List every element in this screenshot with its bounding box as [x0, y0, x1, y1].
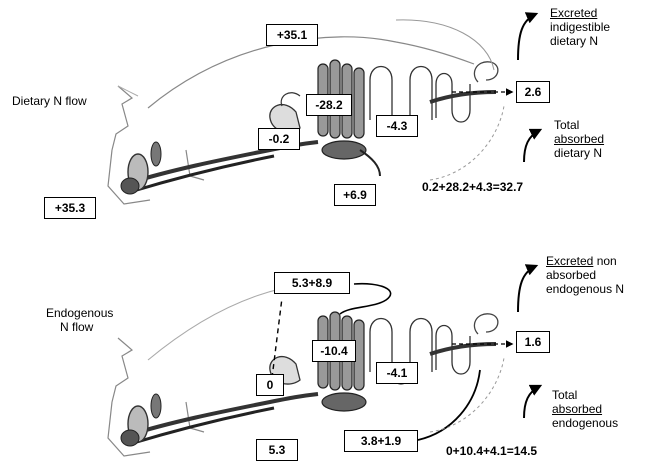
dietary-stomach-box: -0.2 [258, 128, 300, 150]
endogenous-secretion-box: 5.3 [256, 439, 298, 461]
dietary-small-upper-box: -28.2 [306, 94, 352, 116]
endogenous-small-lower-box: -4.1 [376, 362, 418, 384]
endogenous-gut-illustration [108, 312, 498, 456]
endogenous-excreted-box: 1.6 [516, 331, 550, 353]
endogenous-absorbed-label: Total absorbed endogenous [552, 388, 618, 430]
endogenous-absorbed-equation: 0+10.4+4.1=14.5 [446, 444, 537, 458]
dietary-small-lower-box: -4.3 [376, 115, 418, 137]
dietary-intake-box: +35.3 [44, 197, 96, 219]
dietary-absorbed-equation: 0.2+28.2+4.3=32.7 [422, 180, 523, 194]
endogenous-excreted-label: Excreted non absorbed endogenous N [546, 254, 624, 296]
dietary-excreted-box: 2.6 [516, 81, 550, 103]
dietary-excreted-label: Excreted indigestible dietary N [550, 6, 610, 48]
dietary-flow-label: Dietary N flow [12, 94, 87, 108]
endogenous-colon-box: 3.8+1.9 [344, 430, 418, 452]
dietary-recycled-box: +35.1 [266, 24, 318, 46]
endogenous-small-upper-box: -10.4 [312, 340, 356, 362]
dietary-caecum-box: +6.9 [334, 184, 376, 206]
dietary-absorbed-label: Total absorbed dietary N [554, 118, 604, 160]
endogenous-upper-box: 5.3+8.9 [274, 272, 350, 294]
endogenous-flow-label: Endogenous N flow [46, 306, 113, 334]
endogenous-stomach-box: 0 [256, 374, 284, 396]
